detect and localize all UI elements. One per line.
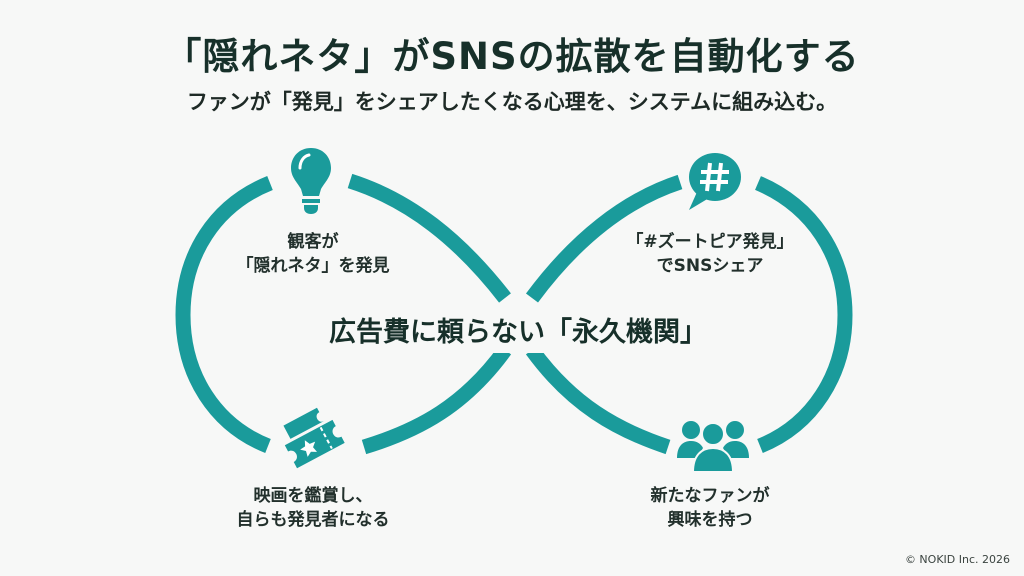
step-label-share-line2: でSNSシェア bbox=[656, 256, 764, 276]
page-title: 「隠れネタ」がSNSの拡散を自動化する bbox=[164, 35, 860, 78]
loop-right-lower-inner-arc bbox=[525, 345, 671, 455]
step-label-new-fans-line2: 興味を持つ bbox=[667, 510, 753, 530]
step-label-discover-line2: 「隠れネタ」を発見 bbox=[236, 256, 390, 276]
hashtag-speech-bubble-icon bbox=[689, 153, 741, 210]
ticket-icon bbox=[283, 407, 345, 469]
step-label-new-fans: 新たなファンが 興味を持つ bbox=[615, 484, 805, 532]
step-label-share: 「#ズートピア発見」 でSNSシェア bbox=[615, 230, 805, 278]
loop-left-lower-inner-arc bbox=[361, 345, 512, 455]
page-subtitle: ファンが「発見」をシェアしたくなる心理を、システムに組み込む。 bbox=[186, 90, 838, 114]
step-label-watch-movie: 映画を鑑賞し、 自らも発見者になる bbox=[218, 484, 408, 532]
step-label-discover-line1: 観客が bbox=[287, 232, 339, 252]
loop-right-upper-inner-arc bbox=[525, 174, 683, 303]
loop-left-outer-arc bbox=[175, 176, 273, 453]
copyright: © NOKID Inc. 2026 bbox=[904, 553, 1010, 566]
step-label-share-line1: 「#ズートピア発見」 bbox=[626, 232, 794, 252]
step-label-watch-movie-line2: 自らも発見者になる bbox=[236, 510, 390, 530]
center-label: 広告費に頼らない「永久機関」 bbox=[300, 306, 736, 353]
loop-left-upper-inner-arc bbox=[347, 173, 511, 303]
loop-right-outer-arc bbox=[754, 176, 853, 453]
step-label-discover: 観客が 「隠れネタ」を発見 bbox=[218, 230, 408, 278]
lightbulb-icon bbox=[291, 148, 331, 214]
people-group-icon bbox=[677, 421, 749, 473]
step-label-watch-movie-line1: 映画を鑑賞し、 bbox=[253, 486, 373, 506]
step-label-new-fans-line1: 新たなファンが bbox=[650, 486, 770, 506]
